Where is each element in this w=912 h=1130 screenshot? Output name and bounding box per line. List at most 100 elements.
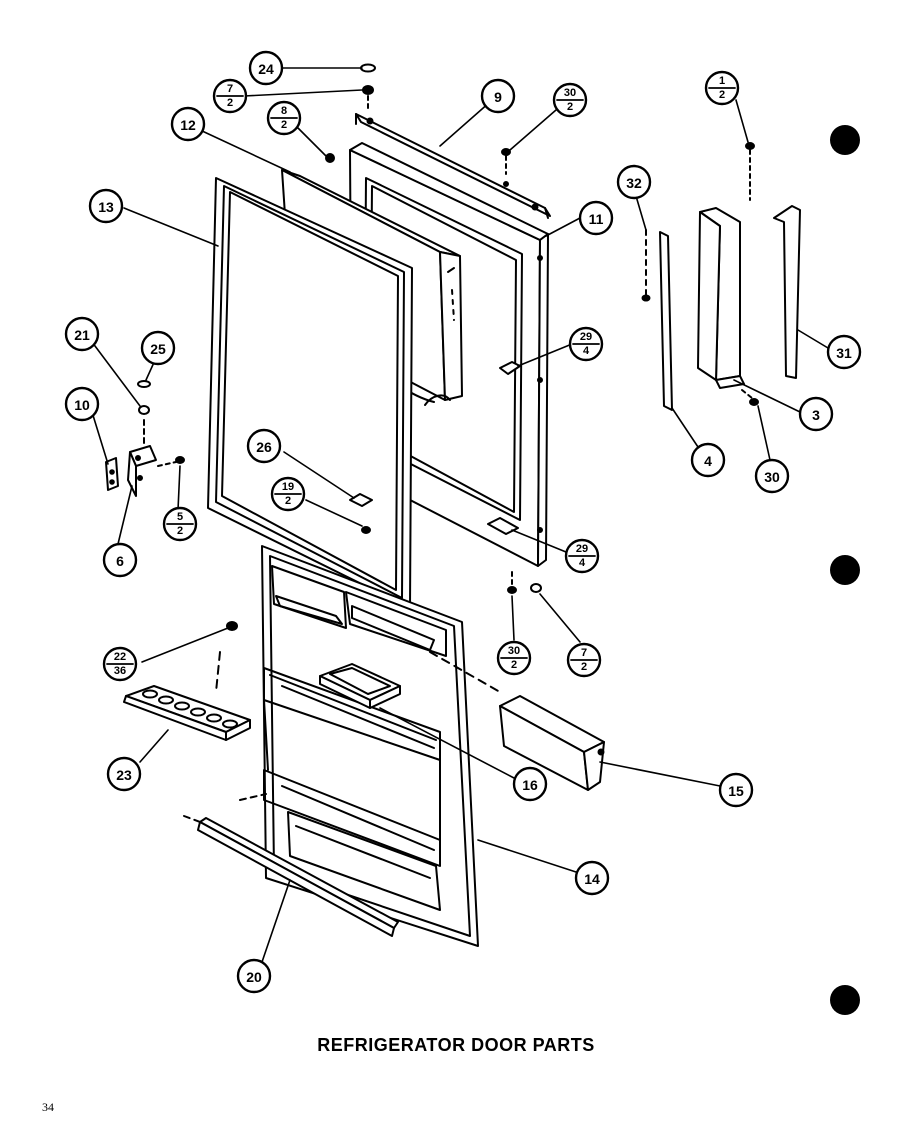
callout-label: 13 bbox=[98, 199, 114, 215]
callout-label: 2 bbox=[511, 659, 517, 671]
callout-c5: 52 bbox=[162, 506, 198, 542]
part-6-hinge-bracket bbox=[128, 446, 156, 496]
callout-label: 29 bbox=[580, 331, 592, 343]
callout-c16: 16 bbox=[512, 766, 548, 802]
callout-c6: 6 bbox=[102, 542, 138, 578]
part-31-handle-trim bbox=[774, 206, 800, 378]
callout-c21: 21 bbox=[64, 316, 100, 352]
callout-label: 21 bbox=[74, 327, 90, 343]
callout-circle bbox=[578, 200, 614, 236]
callout-label: 8 bbox=[281, 105, 287, 117]
part-1-screw-top-right bbox=[745, 142, 755, 200]
callout-label: 2 bbox=[177, 525, 183, 537]
callout-c1: 12 bbox=[704, 70, 740, 106]
callout-label: 30 bbox=[764, 469, 780, 485]
part-4-trim-strip bbox=[660, 232, 672, 410]
part-32-trim-screw bbox=[641, 230, 651, 302]
callout-c30a: 302 bbox=[552, 82, 588, 118]
callout-c19: 192 bbox=[270, 476, 306, 512]
part-9-top-hinge-bracket bbox=[356, 114, 550, 218]
callout-label: 2 bbox=[285, 495, 291, 507]
callout-label: 6 bbox=[116, 553, 124, 569]
part-30-screw-top bbox=[501, 148, 511, 174]
part-23-egg-tray bbox=[124, 652, 250, 740]
part-8-plug bbox=[325, 153, 335, 163]
callout-circle bbox=[690, 442, 726, 478]
callout-c7a: 72 bbox=[212, 78, 248, 114]
page-title: REFRIGERATOR DOOR PARTS bbox=[317, 1035, 595, 1055]
callout-label: 11 bbox=[589, 211, 604, 227]
callout-c4: 4 bbox=[690, 442, 726, 478]
callout-circle bbox=[106, 756, 142, 792]
callout-circle bbox=[246, 428, 282, 464]
callout-circle bbox=[64, 316, 100, 352]
callout-label: 4 bbox=[704, 453, 712, 469]
callout-circle bbox=[170, 106, 206, 142]
part-24-screw-cap bbox=[360, 63, 376, 73]
callout-circle bbox=[140, 330, 176, 366]
part-25-washer bbox=[137, 380, 151, 388]
callout-circle bbox=[512, 766, 548, 802]
part-10-hinge-shim bbox=[106, 458, 118, 490]
part-7-hinge-pin-bottom bbox=[530, 583, 542, 593]
callout-label: 3 bbox=[812, 407, 820, 423]
callout-label: 7 bbox=[227, 83, 233, 95]
callout-label: 20 bbox=[246, 969, 262, 985]
part-30-handle-screw bbox=[742, 390, 759, 406]
callout-circle bbox=[754, 458, 790, 494]
callout-c13: 13 bbox=[88, 188, 124, 224]
callout-c32: 32 bbox=[616, 164, 652, 200]
page-number: 34 bbox=[42, 1100, 54, 1114]
part-3-handle-bracket bbox=[698, 208, 744, 388]
part-22-shelf-screw bbox=[226, 621, 238, 631]
callout-c29a: 294 bbox=[568, 326, 604, 362]
callout-label: 10 bbox=[74, 397, 90, 413]
callout-label: 2 bbox=[227, 97, 233, 109]
callout-label: 15 bbox=[728, 783, 744, 799]
callout-circle bbox=[88, 188, 124, 224]
part-7-hinge-pin-top bbox=[362, 85, 374, 112]
callout-c7b: 72 bbox=[566, 642, 602, 678]
callout-c10: 10 bbox=[64, 386, 100, 422]
part-21-hinge-pin-bushing bbox=[138, 405, 150, 446]
callout-label: 2 bbox=[281, 119, 287, 131]
callout-c20: 20 bbox=[236, 958, 272, 994]
callout-label: 16 bbox=[522, 777, 538, 793]
callout-label: 2 bbox=[581, 661, 587, 673]
callout-c11: 11 bbox=[578, 200, 614, 236]
callout-label: 7 bbox=[581, 647, 587, 659]
callout-circle bbox=[616, 164, 652, 200]
callout-circle bbox=[798, 396, 834, 432]
callout-circle bbox=[102, 542, 138, 578]
part-14-inner-door-liner bbox=[262, 546, 478, 946]
callout-c29b: 294 bbox=[564, 538, 600, 574]
callout-label: 19 bbox=[282, 481, 294, 493]
callout-label: 31 bbox=[836, 345, 852, 361]
callout-circle bbox=[480, 78, 516, 114]
callout-label: 25 bbox=[150, 341, 166, 357]
callout-label: 14 bbox=[584, 871, 600, 887]
callout-label: 1 bbox=[719, 75, 725, 87]
callout-label: 5 bbox=[177, 511, 183, 523]
callout-c3: 3 bbox=[798, 396, 834, 432]
part-20-bottom-trim-strip bbox=[184, 794, 398, 936]
callout-circle bbox=[574, 860, 610, 896]
callout-circle bbox=[64, 386, 100, 422]
callout-circle bbox=[236, 958, 272, 994]
binder-hole-top bbox=[830, 125, 860, 155]
callout-c30c: 302 bbox=[496, 640, 532, 676]
part-16-shelf-tray bbox=[320, 664, 400, 708]
part-19-screw bbox=[361, 526, 371, 534]
binder-hole-middle bbox=[830, 555, 860, 585]
callout-label: 12 bbox=[180, 117, 196, 133]
callout-label: 23 bbox=[116, 767, 132, 783]
callout-c24: 24 bbox=[248, 50, 284, 86]
callout-circle bbox=[718, 772, 754, 808]
callout-c14: 14 bbox=[574, 860, 610, 896]
part-29-stop-clip-lower bbox=[488, 518, 518, 534]
callout-circle bbox=[826, 334, 862, 370]
